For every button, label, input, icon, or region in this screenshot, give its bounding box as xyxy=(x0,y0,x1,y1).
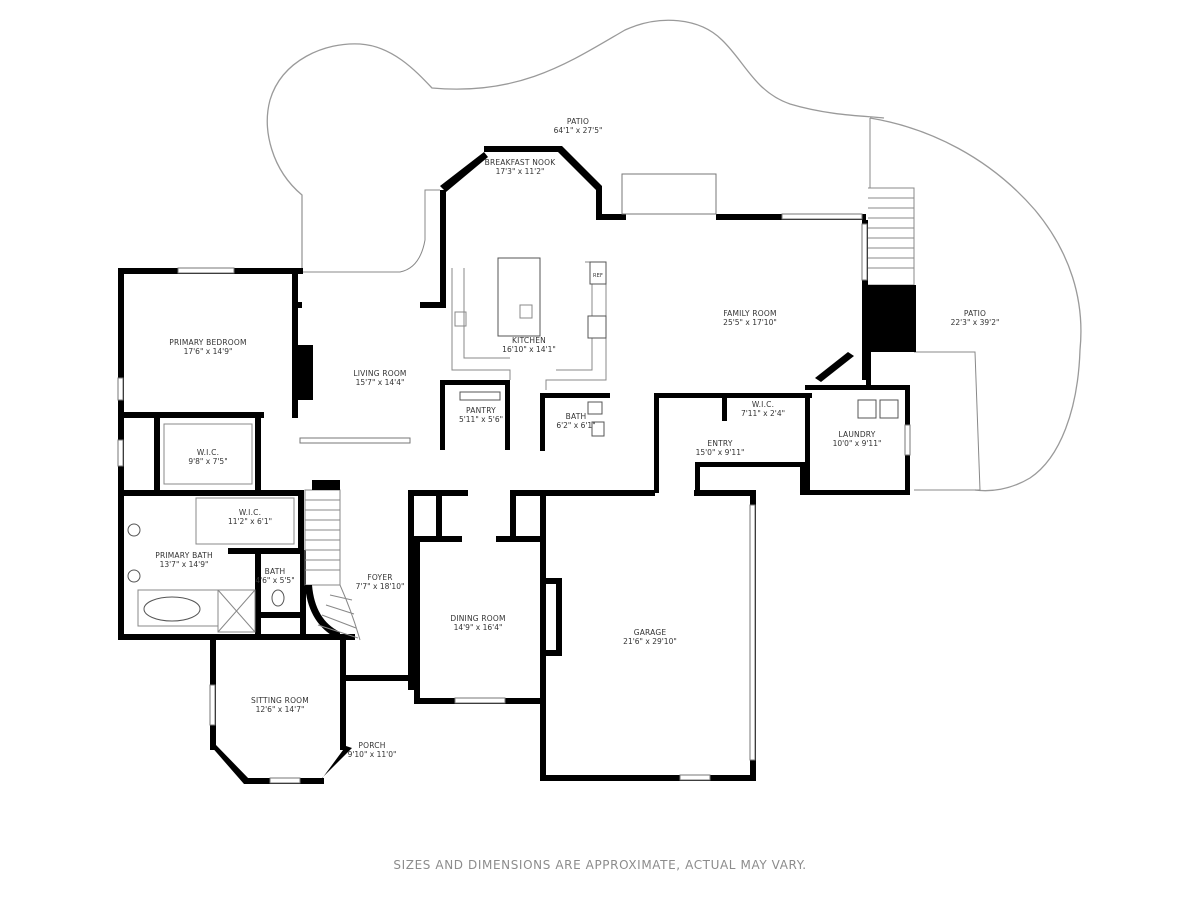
shower xyxy=(217,589,256,633)
dining-room-name: DINING ROOM xyxy=(450,614,505,623)
wic-bath-name: W.I.C. xyxy=(239,508,261,517)
family-room-dims: 25'5" x 17'10" xyxy=(723,318,777,327)
living-room-name: LIVING ROOM xyxy=(353,369,406,378)
primary-bedroom-name: PRIMARY BEDROOM xyxy=(169,338,246,347)
wic-bedroom-shelves xyxy=(163,423,253,485)
garage-dims: 21'6" x 29'10" xyxy=(623,637,677,646)
primary-bath-name: PRIMARY BATH xyxy=(155,551,213,560)
patio-east-outline xyxy=(869,117,1082,492)
sitting-room-dims: 12'6" x 14'7" xyxy=(256,705,305,714)
wic-bedroom-name: W.I.C. xyxy=(197,448,219,457)
kitchen-sink xyxy=(454,311,467,327)
sitting-room-name: SITTING ROOM xyxy=(251,696,309,705)
entry-dims: 15'0" x 9'11" xyxy=(696,448,745,457)
kitchen-island xyxy=(497,257,541,337)
breakfast-nook-dims: 17'3" x 11'2" xyxy=(496,167,545,176)
disclaimer: SIZES AND DIMENSIONS ARE APPROXIMATE, AC… xyxy=(393,858,807,872)
kitchen-fixtures: REF xyxy=(451,257,607,437)
kitchen-counter-west xyxy=(451,268,511,380)
wic-bath-shelves xyxy=(195,497,295,545)
bathtub xyxy=(143,596,201,622)
bath-small-dims: 4'6" x 5'5" xyxy=(255,576,294,585)
refrigerator xyxy=(589,261,607,285)
stairs xyxy=(304,480,361,641)
patio-outlines xyxy=(266,19,1082,492)
wic-bath-dims: 11'2" x 6'1" xyxy=(228,517,272,526)
foyer-name: FOYER xyxy=(367,573,392,582)
wic-entry-name: W.I.C. xyxy=(752,400,774,409)
wic-bedroom-dims: 9'8" x 7'5" xyxy=(188,457,227,466)
refrigerator-label: REF xyxy=(593,273,603,279)
straight-stair xyxy=(304,489,341,586)
dryer xyxy=(879,399,899,419)
dining-room-dims: 14'9" x 16'4" xyxy=(454,623,503,632)
vanity-sink-1 xyxy=(127,523,141,537)
kitchen-name: KITCHEN xyxy=(512,336,546,345)
family-room-name: FAMILY ROOM xyxy=(723,309,776,318)
patio-north-outline xyxy=(266,19,885,272)
bath-sink xyxy=(591,421,605,437)
washer xyxy=(857,399,877,419)
patio-east-name: PATIO xyxy=(964,309,986,318)
foyer-stub xyxy=(312,480,340,490)
small-bath-toilet xyxy=(271,589,285,607)
breakfast-nook-name: BREAKFAST NOOK xyxy=(485,158,557,167)
primary-bath-dims: 13'7" x 14'9" xyxy=(160,560,209,569)
curved-stair xyxy=(317,584,361,641)
bath-kitchen-name: BATH xyxy=(566,412,587,421)
patio-north-name: PATIO xyxy=(567,117,589,126)
laundry-name: LAUNDRY xyxy=(838,430,875,439)
room-labels: PATIO 64'1" x 27'5" BREAKFAST NOOK 17'3"… xyxy=(155,117,999,759)
pantry-shelf xyxy=(459,391,501,401)
foyer-dims: 7'7" x 18'10" xyxy=(356,582,405,591)
kitchen-dims: 16'10" x 14'1" xyxy=(502,345,556,354)
garage-name: GARAGE xyxy=(634,628,667,637)
patio-east-dims: 22'3" x 39'2" xyxy=(951,318,1000,327)
bath-small-name: BATH xyxy=(265,567,286,576)
bath-toilet xyxy=(587,401,603,415)
windows xyxy=(117,173,911,784)
range xyxy=(587,315,607,339)
island-sink xyxy=(519,304,533,319)
pantry-dims: 5'11" x 5'6" xyxy=(459,415,503,424)
pantry-name: PANTRY xyxy=(466,406,496,415)
living-room-dims: 15'7" x 14'4" xyxy=(356,378,405,387)
patio-north-dims: 64'1" x 27'5" xyxy=(554,126,603,135)
vanity-sink-2 xyxy=(127,569,141,583)
porch-name: PORCH xyxy=(358,741,385,750)
primary-bedroom-dims: 17'6" x 14'9" xyxy=(184,347,233,356)
patio-east-edge xyxy=(914,351,981,491)
laundry-dims: 10'0" x 9'11" xyxy=(833,439,882,448)
patio-north-edge xyxy=(302,189,440,273)
patio-steps xyxy=(868,187,915,286)
walls xyxy=(118,146,916,784)
bath-kitchen-dims: 6'2" x 6'1" xyxy=(556,421,595,430)
porch-dims: 9'10" x 11'0" xyxy=(348,750,397,759)
entry-name: ENTRY xyxy=(707,439,732,448)
curved-stair-wall xyxy=(305,585,340,640)
bath-fixtures xyxy=(127,399,899,633)
wic-entry-dims: 7'11" x 2'4" xyxy=(741,409,785,418)
